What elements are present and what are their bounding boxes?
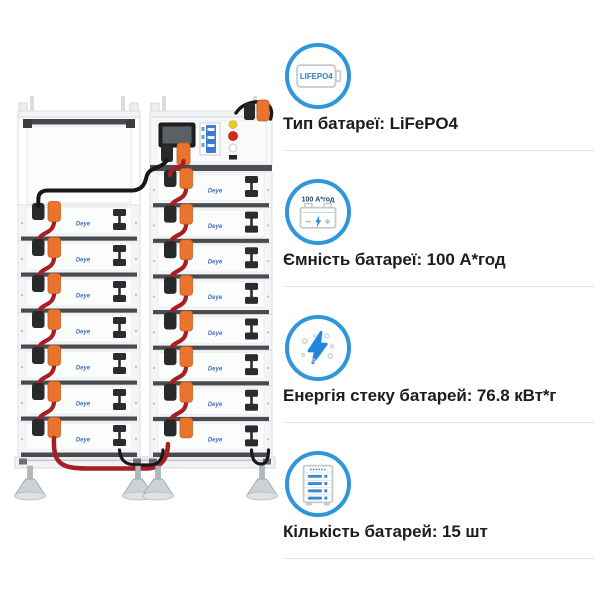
svg-text:Deye: Deye [208, 438, 223, 444]
svg-text:Deye: Deye [76, 330, 91, 336]
divider [283, 558, 594, 559]
svg-text:Deye: Deye [76, 258, 91, 264]
battery-cabinet-icon [302, 464, 334, 506]
feature-battery-capacity: 100 А*год Ємність батареї: 100 А*год [283, 179, 596, 289]
svg-text:Deye: Deye [76, 402, 91, 408]
svg-text:Deye: Deye [208, 366, 223, 372]
feature-title: Кількість батарей: 15 шт [283, 522, 488, 541]
feature-stack-energy: Енергія стеку батарей: 76.8 кВт*г [283, 315, 596, 425]
icon-circle [285, 451, 351, 517]
lifepo4-label: LIFEPO4 [300, 72, 333, 81]
feature-battery-type: LIFEPO4 Тип батареї: LiFePO4 [283, 43, 596, 153]
svg-text:Deye: Deye [208, 224, 223, 230]
energy-bolt-icon [301, 330, 334, 365]
divider [283, 422, 594, 423]
svg-text:Deye: Deye [76, 294, 91, 300]
divider [283, 150, 594, 151]
feature-title: Тип батареї: LiFePO4 [283, 114, 458, 133]
lifepo4-battery-icon: LIFEPO4 [296, 64, 342, 88]
svg-text:Deye: Deye [208, 295, 223, 301]
feature-title: Енергія стеку батарей: 76.8 кВт*г [283, 386, 557, 405]
feature-title: Ємність батареї: 100 А*год [283, 250, 506, 269]
icon-circle: LIFEPO4 [285, 43, 351, 109]
feature-battery-count: Кількість батарей: 15 шт [283, 451, 596, 561]
icon-circle: 100 А*год [285, 179, 351, 245]
icon-circle [285, 315, 351, 381]
capacity-label: 100 А*год [302, 197, 335, 204]
svg-text:Deye: Deye [76, 438, 91, 444]
svg-text:Deye: Deye [208, 402, 223, 408]
svg-text:Deye: Deye [76, 222, 91, 228]
feature-list: LIFEPO4 Тип батареї: LiFePO4 100 А*год [283, 0, 596, 600]
battery-capacity-icon: 100 А*год [299, 197, 337, 229]
svg-text:Deye: Deye [208, 188, 223, 194]
svg-text:Deye: Deye [208, 260, 223, 266]
divider [283, 286, 594, 287]
svg-text:Deye: Deye [208, 331, 223, 337]
svg-text:Deye: Deye [76, 366, 91, 372]
